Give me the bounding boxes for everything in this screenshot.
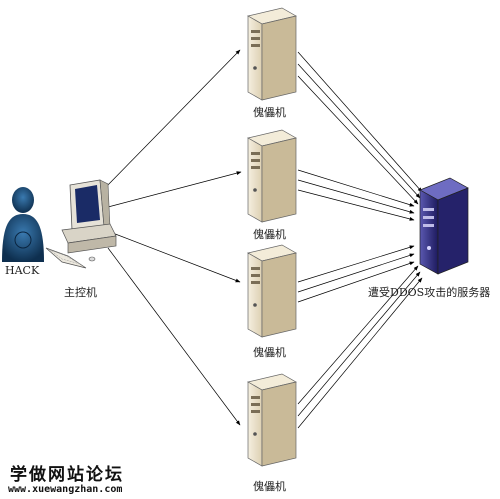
target-server-icon bbox=[419, 177, 469, 275]
arrow-zombie1-target-b bbox=[297, 63, 421, 199]
arrow-zombie2-target-a bbox=[297, 169, 415, 207]
arrow-zombie2-target-c bbox=[297, 189, 415, 221]
zombie-server-4-icon bbox=[247, 373, 297, 467]
zombie-server-2-icon bbox=[247, 129, 297, 223]
arrow-zombie4-target-c bbox=[297, 277, 423, 429]
arrow-zombie4-target-b bbox=[297, 271, 421, 417]
arrow-master-zombie-1 bbox=[104, 49, 241, 189]
zombie-3-label: 傀儡机 bbox=[253, 346, 286, 359]
zombie-1-label: 傀儡机 bbox=[253, 106, 286, 119]
arrow-master-zombie-3 bbox=[109, 231, 241, 283]
arrow-master-zombie-2 bbox=[107, 171, 242, 208]
zombie-to-target-arrows bbox=[297, 51, 423, 429]
master-to-zombie-arrows bbox=[104, 49, 242, 426]
zombie-2-label: 傀儡机 bbox=[253, 228, 286, 241]
watermark-url: www.xuewangzhan.com bbox=[8, 484, 123, 495]
hacker-label: HACK bbox=[5, 264, 40, 277]
watermark-title: 学做网站论坛 bbox=[10, 465, 124, 485]
arrow-zombie3-target-a bbox=[297, 245, 415, 283]
arrow-zombie3-target-c bbox=[297, 261, 415, 303]
arrow-master-zombie-4 bbox=[107, 247, 241, 426]
arrow-zombie1-target-c bbox=[297, 75, 419, 205]
arrow-zombie3-target-b bbox=[297, 253, 415, 293]
hacker-silhouette-icon bbox=[2, 187, 44, 262]
desktop-computer-icon bbox=[45, 179, 117, 269]
arrow-zombie2-target-b bbox=[297, 179, 415, 214]
zombie-4-label: 傀儡机 bbox=[253, 480, 286, 493]
arrow-zombie4-target-a bbox=[297, 265, 419, 405]
arrow-zombie1-target-a bbox=[297, 51, 423, 193]
zombie-server-3-icon bbox=[247, 244, 297, 338]
zombie-server-1-icon bbox=[247, 7, 297, 101]
target-label: 遭受DDOS攻击的服务器 bbox=[368, 286, 491, 299]
master-label: 主控机 bbox=[64, 286, 97, 299]
